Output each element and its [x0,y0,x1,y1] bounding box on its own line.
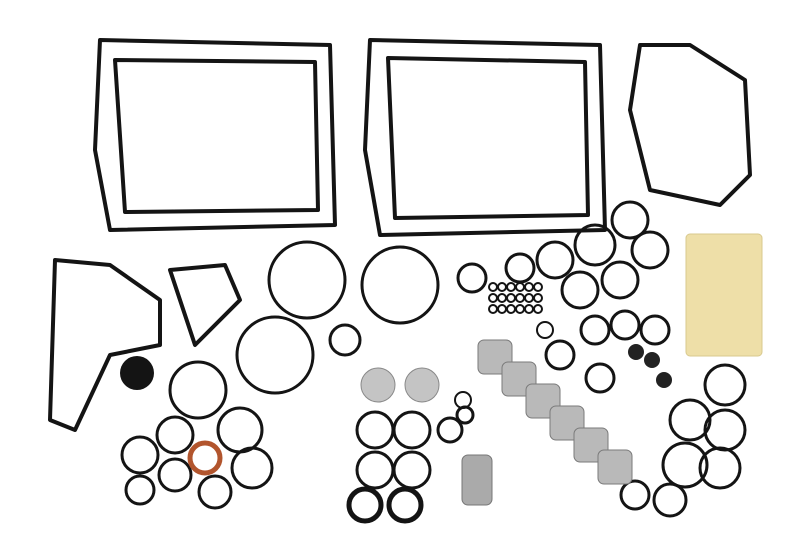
side-gasket-left [48,258,162,432]
small-o-ring [533,293,543,303]
o-ring [504,252,536,284]
shaft-seal [120,356,154,390]
o-ring [573,223,617,267]
o-ring [698,446,742,490]
small-o-ring [488,304,498,314]
o-ring [456,262,488,294]
copper-seal [187,440,223,476]
o-ring [355,410,395,450]
o-ring [703,408,747,452]
o-ring [168,360,228,420]
o-rings [120,200,747,524]
o-ring [155,415,195,455]
o-ring [630,230,670,270]
o-ring [600,260,640,300]
o-ring [579,314,611,346]
small-o-ring [515,282,525,292]
small-o-ring [524,293,534,303]
o-ring [360,245,440,325]
o-ring [584,362,616,394]
o-ring [455,405,475,425]
o-ring [346,486,384,524]
o-ring [454,391,472,409]
small-o-ring [497,293,507,303]
small-o-ring [497,304,507,314]
o-ring [328,323,362,357]
o-ring [610,200,650,240]
sensor-connectors [628,344,672,388]
small-o-ring [533,304,543,314]
filter-screens [360,367,440,403]
o-ring [703,363,747,407]
o-ring [197,474,233,510]
valve-body-gasket-left [93,38,337,232]
o-ring [230,446,274,490]
small-o-ring [488,282,498,292]
o-ring [544,339,576,371]
o-ring [535,240,575,280]
small-o-ring [524,282,534,292]
o-ring [619,479,651,511]
o-ring [436,416,464,444]
o-ring [120,435,160,475]
valve-body-gasket-middle [363,38,607,237]
piston [597,449,633,485]
o-ring [661,441,709,489]
o-ring [392,410,432,450]
small-o-ring [524,304,534,314]
figure-eight-gasket [168,263,242,347]
o-ring [536,321,554,339]
o-ring [609,309,641,341]
o-ring [216,406,264,454]
small-o-ring [506,282,516,292]
small-o-ring [533,282,543,292]
o-ring [652,482,688,518]
small-o-ring [488,293,498,303]
o-ring [639,314,671,346]
small-o-ring [515,293,525,303]
small-o-ring [506,293,516,303]
small-o-ring [497,282,507,292]
grease-packet [685,233,763,357]
small-o-ring [515,304,525,314]
o-ring [267,240,347,320]
large-gaskets [48,38,752,432]
valve-body-gasket-right [628,43,752,207]
o-ring [235,315,315,395]
pressure-valve [461,454,493,506]
o-ring [124,474,156,506]
o-ring [668,398,712,442]
pistons [477,339,633,485]
o-ring [392,450,432,490]
o-ring [560,270,600,310]
small-o-ring [506,304,516,314]
o-ring [355,450,395,490]
o-ring [386,486,424,524]
o-ring [157,457,193,493]
